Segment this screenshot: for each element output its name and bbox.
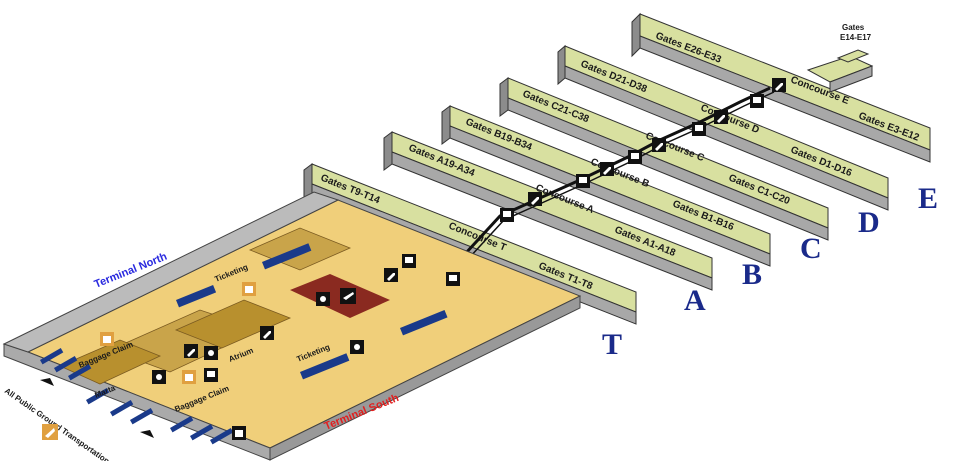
concourse-e-letter: E <box>918 182 938 215</box>
train-icon[interactable] <box>204 368 218 382</box>
concourse-d-letter: D <box>858 206 880 239</box>
train-icon[interactable] <box>446 272 460 286</box>
escalator-icon[interactable] <box>652 138 666 152</box>
restroom-icon[interactable] <box>152 370 166 384</box>
airplane-icon[interactable] <box>340 288 356 304</box>
concourse-e-extra-gates-line2: E14-E17 <box>840 33 872 42</box>
restroom-icon[interactable] <box>350 340 364 354</box>
concourse-c-letter: C <box>800 232 822 265</box>
concourse-c[interactable] <box>499 77 829 241</box>
baggage-icon[interactable] <box>242 282 256 296</box>
train-icon[interactable] <box>402 254 416 268</box>
concourse-a-letter: A <box>684 284 706 317</box>
escalator-icon[interactable] <box>528 192 542 206</box>
ground-transport-icon[interactable] <box>42 424 58 440</box>
train-icon[interactable] <box>692 122 706 136</box>
concourse-e-extra-gates-line1: Gates <box>842 23 865 32</box>
train-icon[interactable] <box>500 208 514 222</box>
concourse-b-letter: B <box>742 258 762 291</box>
escalator-icon[interactable] <box>772 78 786 92</box>
escalator-icon[interactable] <box>714 110 728 124</box>
baggage-icon[interactable] <box>182 370 196 384</box>
concourse-a[interactable] <box>383 131 713 291</box>
baggage-icon[interactable] <box>232 426 246 440</box>
terminal-building[interactable] <box>2 191 582 461</box>
train-icon[interactable] <box>576 174 590 188</box>
baggage-icon[interactable] <box>100 332 114 346</box>
escalator-icon[interactable] <box>384 268 398 282</box>
concourse-b[interactable] <box>441 105 771 267</box>
train-icon[interactable] <box>750 94 764 108</box>
train-icon[interactable] <box>628 150 642 164</box>
escalator-icon[interactable] <box>600 162 614 176</box>
escalator-icon[interactable] <box>260 326 274 340</box>
escalator-icon[interactable] <box>184 344 198 358</box>
concourse-t-letter: T <box>602 328 622 361</box>
restroom-icon[interactable] <box>316 292 330 306</box>
restroom-icon[interactable] <box>204 346 218 360</box>
ground-transport-arrows <box>40 378 154 438</box>
